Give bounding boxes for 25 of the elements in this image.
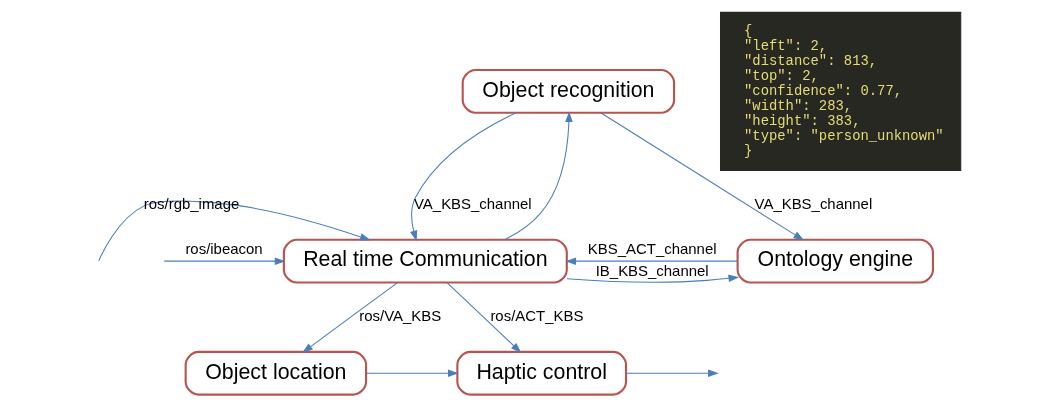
node-box: Real time Communication [282,238,568,284]
node-box: Haptic control [455,350,627,396]
node-box: Object recognition [461,69,675,114]
edge-label: ros/VA_KBS [358,307,441,325]
arrow [97,200,371,262]
edge-label: ros/ACT_KBS [489,307,583,325]
node-box: { "left": 2, "distance": 813, "top": 2, "confidence": 0.77, "width": 283, "height": 383, "type": "person_unknown" } [719,11,961,171]
edge-label: VA_KBS_channel [413,195,532,213]
edge-label: ros/ibeacon [184,239,263,257]
arrow [564,257,738,265]
arrow [503,111,573,241]
arrow [365,369,459,377]
edge-label: VA_KBS_channel [754,195,872,213]
arrow [625,369,719,377]
node-box: Ontology engine [736,238,934,284]
node-box: Object location [184,350,367,396]
edge-label: KBS_ACT_channel [587,239,717,257]
arrow [163,257,285,265]
edge-label: IB_KBS_channel [595,262,709,280]
edge-label: ros/rgb_image [143,195,239,213]
arrow [600,112,804,241]
arrow [565,274,739,283]
arrow [445,282,521,353]
arrow [301,282,398,353]
arrow [409,112,517,242]
